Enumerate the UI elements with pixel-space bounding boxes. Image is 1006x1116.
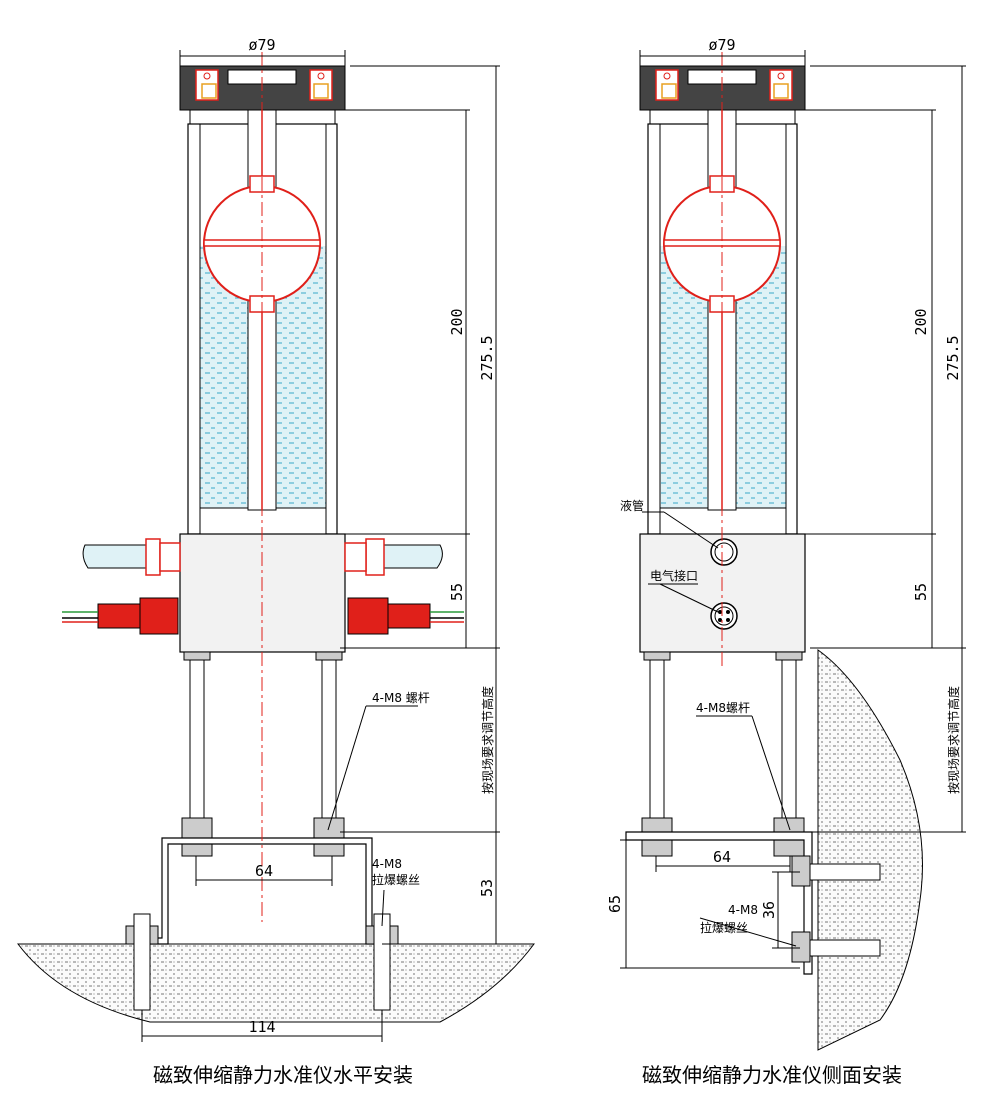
label-liquid-pipe: 液管 xyxy=(620,498,644,513)
label-bolt-rod: 4-M8螺杆 xyxy=(696,701,750,715)
dim-275: 275.5 xyxy=(944,335,962,380)
label-electrical-port: 电气接口 xyxy=(650,568,698,583)
label-anchor-spec: 4-M8 xyxy=(372,857,402,871)
ground-slab xyxy=(16,943,535,1023)
dim-64: 64 xyxy=(713,848,731,866)
side-installation-view: ø79 200 275.5 55 按现场要求调节高度 64 65 36 液管 电… xyxy=(606,36,966,1087)
dim-64: 64 xyxy=(255,862,273,880)
liquid-pipe-fittings xyxy=(82,538,443,576)
dim-36: 36 xyxy=(760,901,778,919)
support-rods xyxy=(641,651,805,857)
anchor-bolts xyxy=(791,855,881,963)
label-bolt-rod: 4-M8 螺杆 xyxy=(372,691,430,705)
dim-65: 65 xyxy=(606,895,624,913)
dim-55: 55 xyxy=(448,583,466,601)
mounting-bracket xyxy=(144,837,383,945)
label-anchor-spec: 4-M8 xyxy=(728,903,758,917)
label-anchor-name: 拉爆螺丝 xyxy=(700,920,748,935)
dim-diameter: ø79 xyxy=(248,36,275,54)
dim-200: 200 xyxy=(448,308,466,335)
dim-55: 55 xyxy=(912,583,930,601)
dim-53: 53 xyxy=(478,879,496,897)
caption-horizontal: 磁致伸缩静力水准仪水平安装 xyxy=(153,1063,413,1087)
label-anchor-name: 拉爆螺丝 xyxy=(372,872,420,887)
dim-114: 114 xyxy=(248,1018,275,1036)
dimension-lines xyxy=(620,50,966,969)
dim-adjust-height: 按现场要求调节高度 xyxy=(480,686,495,794)
dim-adjust-height: 按现场要求调节高度 xyxy=(946,686,961,794)
electrical-connectors xyxy=(62,597,464,635)
dim-200: 200 xyxy=(912,308,930,335)
wall xyxy=(817,649,923,1051)
support-rods xyxy=(181,651,345,857)
caption-side: 磁致伸缩静力水准仪侧面安装 xyxy=(642,1063,902,1087)
dim-diameter: ø79 xyxy=(708,36,735,54)
dim-275: 275.5 xyxy=(478,335,496,380)
horizontal-installation-view: ø79 200 275.5 55 按现场要求调节高度 53 64 114 4-M… xyxy=(16,36,535,1087)
dimension-lines xyxy=(141,50,500,1042)
